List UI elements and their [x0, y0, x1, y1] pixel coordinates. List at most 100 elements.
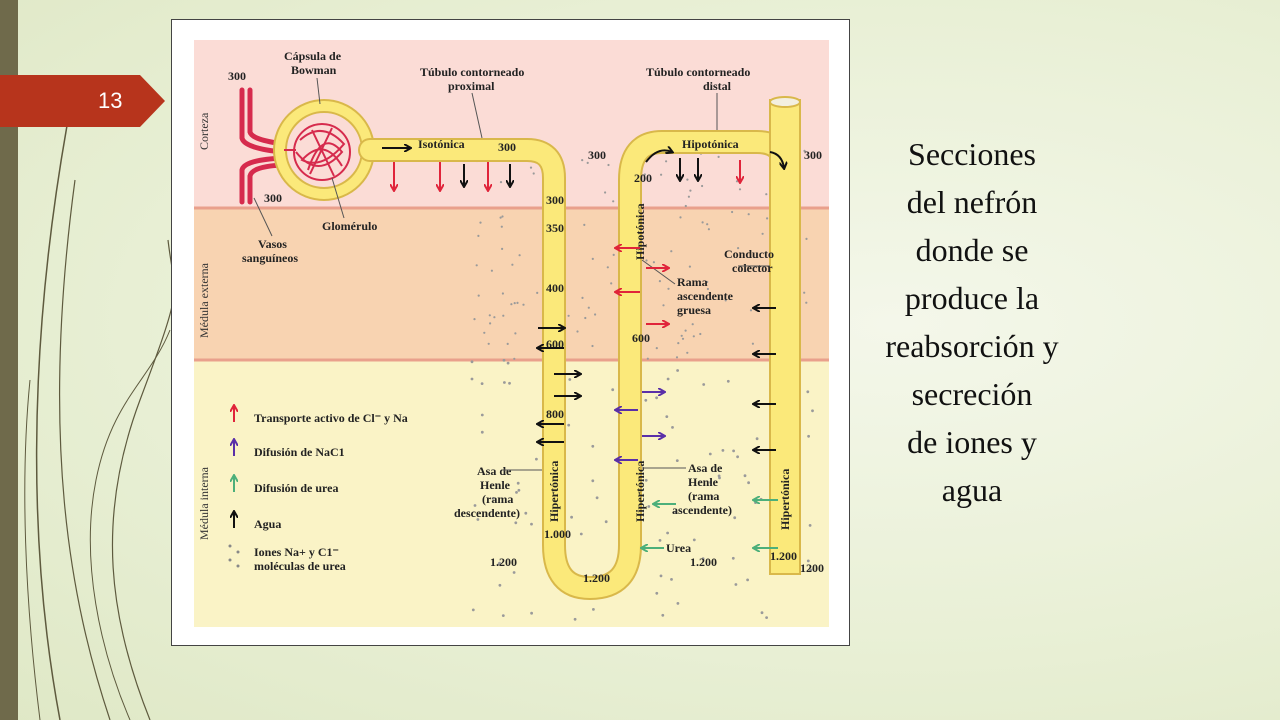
urea-label: Urea — [666, 541, 691, 555]
ion-dot — [497, 562, 501, 566]
ion-dot — [517, 488, 521, 492]
ion-dot — [643, 173, 646, 176]
page-number: 13 — [98, 88, 123, 113]
ion-dot — [674, 511, 678, 514]
ion-dot — [644, 478, 648, 482]
ion-dot — [499, 181, 503, 184]
ion-dot — [470, 377, 474, 381]
ion-dot — [706, 287, 710, 291]
ion-dot — [709, 481, 712, 484]
osm-300-vessel-bottom: 300 — [264, 191, 282, 205]
ion-dot — [738, 188, 742, 191]
collecting-duct — [769, 99, 801, 575]
ion-dot — [501, 292, 504, 295]
ion-dot — [645, 259, 648, 262]
ion-dot — [655, 396, 658, 400]
ion-dot — [660, 173, 663, 176]
asa-asc-1: Asa de — [688, 461, 723, 475]
ion-dot — [706, 223, 709, 226]
ion-dot — [567, 423, 571, 427]
ion-dot — [733, 516, 737, 520]
ion-dot — [535, 457, 538, 461]
ion-dot — [576, 330, 579, 333]
ion-dot — [530, 611, 533, 615]
ion-dot — [743, 474, 747, 478]
ion-dot — [751, 342, 755, 345]
arrows-black — [382, 148, 784, 450]
ion-dot — [487, 342, 490, 345]
ion-dot — [488, 314, 491, 317]
ion-dot — [514, 332, 517, 335]
ion-dot — [501, 247, 504, 250]
ion-dot — [612, 253, 615, 256]
ion-dot — [706, 280, 709, 284]
rama-gruesa-1: Rama — [677, 275, 708, 289]
caption-line-8: agua — [941, 472, 1003, 508]
ion-dot — [809, 568, 813, 572]
ion-dot — [676, 369, 679, 372]
ion-dot — [513, 302, 516, 305]
ion-dot — [659, 574, 663, 578]
slide-caption: Secciones del nefrón donde se produce la… — [842, 130, 1102, 514]
ion-dot — [670, 250, 673, 253]
ion-dot — [667, 287, 670, 290]
bowman-label-1: Cápsula de — [284, 49, 342, 63]
ion-dot — [530, 522, 533, 526]
ion-dot — [661, 613, 665, 617]
ion-dot — [501, 614, 505, 617]
ion-dot — [592, 608, 595, 611]
ion-dot — [666, 377, 670, 381]
caption-line-3: donde se — [915, 232, 1029, 268]
nephron-figure: Corteza Médula externa Médula interna — [171, 19, 850, 646]
ion-dot — [676, 602, 680, 605]
ion-dot — [595, 496, 599, 500]
ion-dot — [675, 459, 679, 462]
ion-dot — [646, 357, 649, 360]
ion-dot — [591, 257, 594, 260]
osm-300-mid: 300 — [588, 148, 606, 162]
hipotonica-top-label: Hipotónica — [682, 137, 739, 151]
ion-dot — [594, 313, 597, 316]
ion-dot — [477, 294, 480, 297]
ion-dot — [502, 358, 506, 362]
ion-dot — [591, 479, 595, 483]
caption-line-6: secreción — [911, 376, 1033, 412]
ion-dot — [666, 531, 669, 535]
pct-label-1: Túbulo contorneado — [420, 65, 524, 79]
ion-dot — [493, 316, 496, 319]
asa-desc-1: Asa de — [477, 464, 512, 478]
ion-dot — [684, 204, 687, 208]
ion-dot — [701, 557, 705, 561]
ion-dot — [583, 223, 586, 226]
asa-asc-3: (rama — [688, 489, 719, 503]
arrows-green — [642, 500, 778, 548]
ion-dot — [692, 335, 695, 338]
ion-dot — [506, 342, 509, 345]
ion-dot — [606, 266, 609, 269]
ion-dot — [473, 318, 476, 321]
caption-line-4: produce la — [904, 280, 1040, 316]
ion-dot — [724, 299, 727, 302]
ion-dot — [506, 361, 510, 365]
ion-dot — [670, 578, 673, 581]
ion-dot — [721, 449, 725, 452]
ion-dot — [687, 195, 691, 198]
inner-medulla-label: Médula interna — [197, 466, 211, 540]
osm-300-right: 300 — [804, 148, 822, 162]
ion-dot — [731, 210, 734, 214]
ion-dot — [749, 309, 753, 312]
ion-dot — [512, 571, 516, 574]
osm-800: 800 — [546, 407, 564, 421]
ion-dot — [726, 379, 730, 383]
ion-dot — [508, 381, 511, 385]
nephron-diagram: Corteza Médula externa Médula interna — [194, 40, 829, 627]
ion-dot — [501, 215, 504, 218]
ion-dot — [731, 556, 735, 560]
conducto-label-2: colector — [732, 261, 773, 275]
ion-dot — [475, 264, 478, 267]
ion-dot — [766, 217, 769, 220]
osm-200: 200 — [634, 171, 652, 185]
ion-dot — [744, 269, 747, 272]
ion-dot — [573, 617, 577, 621]
ion-dot — [699, 332, 702, 336]
